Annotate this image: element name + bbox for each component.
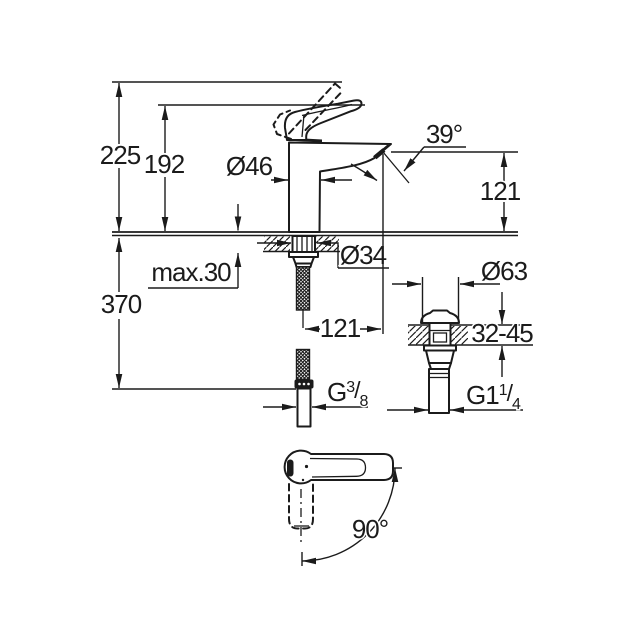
faucet-side-view	[112, 82, 518, 428]
dimension-deck-thickness: 32-45	[470, 292, 536, 377]
label-waste-thread: G11/4	[466, 380, 521, 413]
label-total-height: 225	[100, 140, 141, 170]
waste-tailpipe	[428, 368, 450, 414]
lever-raised-dashed	[272, 82, 344, 140]
supply-hose	[294, 266, 314, 428]
handle-top-view: 90°	[283, 449, 402, 566]
mounting-shank	[288, 235, 319, 268]
dimension-hole-diameter: Ø34	[257, 239, 389, 272]
deck-hatch-left	[408, 326, 429, 345]
dimension-flange-diameter: Ø63	[392, 255, 530, 322]
dimension-body-height: 192	[142, 104, 365, 231]
dimension-total-height: 225	[98, 81, 342, 231]
handle-indicator	[287, 459, 294, 477]
dimension-hose-length: 370	[99, 238, 296, 390]
label-hose-length: 370	[101, 289, 142, 319]
label-deck-thickness: 32-45	[471, 318, 533, 348]
label-hole-diameter: Ø34	[340, 240, 387, 270]
dimension-swivel-angle: 90°	[301, 467, 402, 566]
label-mounting-max: max.30	[151, 257, 231, 287]
label-body-height: 192	[144, 149, 185, 179]
hose-connector-tube	[296, 387, 312, 428]
dimension-waste-thread: G11/4	[387, 379, 523, 415]
dimension-spout-angle: 39°	[382, 118, 466, 184]
valve-slot	[432, 332, 448, 343]
label-flange-diameter: Ø63	[481, 256, 528, 286]
aerator-angle-line	[382, 151, 410, 184]
dimension-spout-reach: 121	[305, 154, 384, 345]
lever-handle	[283, 99, 363, 141]
aerator-outlet	[373, 148, 386, 160]
spout-tip-pointer	[350, 163, 378, 182]
label-body-diameter: Ø46	[226, 151, 273, 181]
waste-valve-view	[408, 309, 533, 414]
deck-hatch-right	[451, 326, 468, 345]
dimension-spout-height: 121	[391, 151, 523, 231]
handle-outline	[283, 449, 394, 485]
dimension-mounting-max: max.30	[148, 204, 242, 289]
counter-hatch-left	[264, 236, 290, 251]
label-spout-angle: 39°	[426, 119, 462, 149]
label-swivel-angle: 90°	[352, 514, 388, 544]
counter-hatch-right	[316, 236, 339, 251]
waste-nut	[425, 349, 455, 364]
label-spout-height: 121	[480, 176, 521, 206]
dimension-body-diameter: Ø46	[224, 150, 378, 184]
label-spout-reach: 121	[320, 313, 361, 343]
dimension-supply-thread: G3/8	[263, 376, 371, 412]
